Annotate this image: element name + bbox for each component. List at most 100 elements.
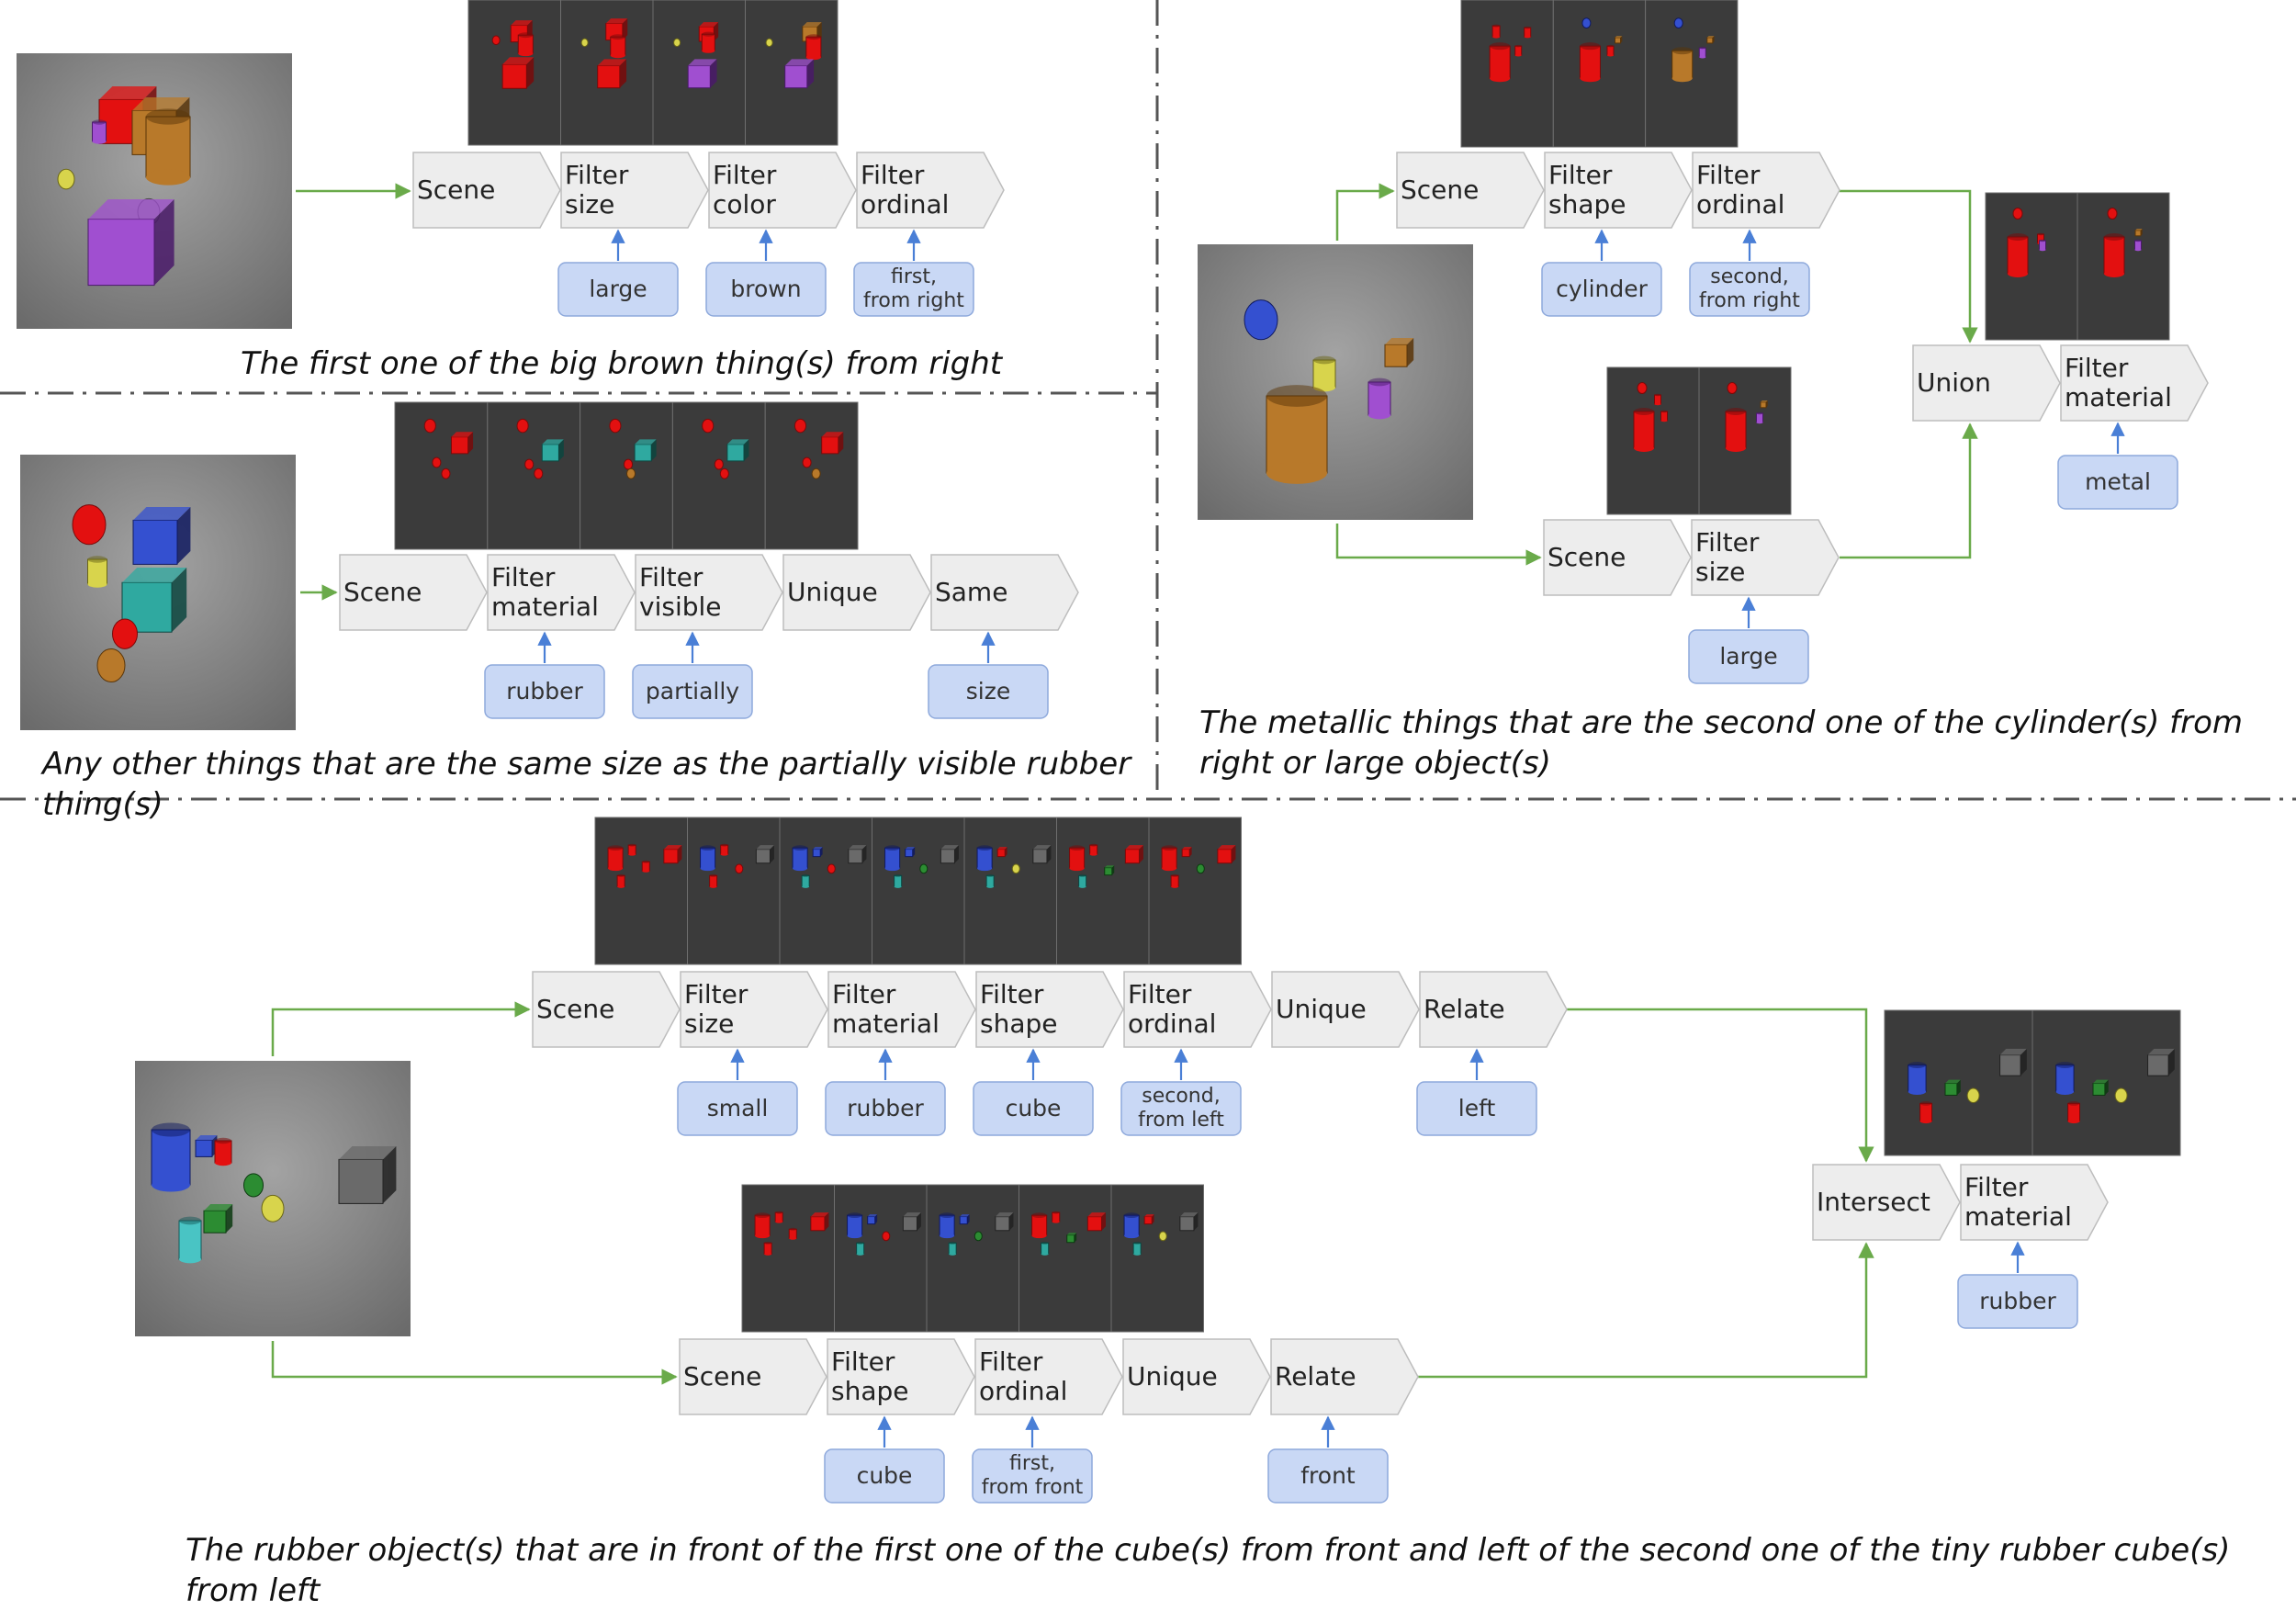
sphere-object: [1673, 17, 1683, 29]
cube-top: [1217, 845, 1236, 850]
cube-top: [1706, 36, 1715, 38]
sphere-object: [1011, 863, 1020, 874]
param-label-cube: cube: [856, 1462, 913, 1489]
attention-frame: [394, 401, 489, 550]
cylinder-base: [775, 1220, 783, 1223]
cylinder-top: [789, 1227, 797, 1231]
cube-top: [1087, 1212, 1106, 1217]
cube-top: [133, 507, 191, 521]
cube-side: [1712, 36, 1715, 43]
cylinder-base: [1660, 419, 1668, 422]
cube-top: [1179, 1212, 1199, 1217]
cube-side: [177, 507, 191, 565]
cylinder-top: [1041, 1241, 1049, 1245]
param-label-second-from-left: second, from left: [1138, 1085, 1224, 1132]
module-label-union: Union: [1917, 367, 1991, 398]
sphere-object: [516, 418, 529, 434]
sphere-object: [609, 418, 622, 434]
cylinder-top: [1726, 408, 1746, 415]
cube-side: [2020, 1048, 2027, 1076]
cube-top: [997, 847, 1007, 850]
module-node: [412, 152, 561, 229]
cylinder-top: [764, 1241, 772, 1245]
cylinder-top: [1133, 1241, 1142, 1245]
sphere-object: [1196, 863, 1205, 874]
module-node: [708, 152, 857, 229]
cube-side: [1152, 1214, 1154, 1224]
flow-arrow: [1840, 189, 1978, 344]
cylinder-base: [1089, 852, 1097, 856]
cylinder-base: [1919, 1119, 1932, 1124]
module-node: [1122, 1338, 1271, 1415]
attention-frame: [764, 401, 859, 550]
cylinder-base: [1908, 1088, 1927, 1096]
cube-top: [810, 1212, 829, 1217]
cylinder-base: [1580, 74, 1601, 83]
cylinder-base: [856, 1252, 864, 1256]
cylinder-top: [1368, 377, 1390, 387]
param-label-rubber: rubber: [1979, 1288, 2056, 1314]
cube-top: [960, 1214, 970, 1217]
cylinder-top: [628, 843, 636, 847]
cylinder-object: [1312, 359, 1336, 389]
param-box: [973, 1081, 1094, 1136]
param-box: [928, 664, 1049, 719]
sphere-object: [2107, 208, 2118, 220]
sphere-object: [882, 1231, 891, 1242]
module-node: [974, 1338, 1123, 1415]
cylinder-top: [2037, 232, 2044, 236]
cylinder-top: [1031, 1212, 1047, 1219]
attention-frame: [580, 401, 673, 550]
cube-top: [1182, 847, 1192, 850]
param-box: [824, 1448, 945, 1504]
cube-top: [2093, 1079, 2109, 1084]
cylinder-base: [146, 169, 190, 186]
cylinder-base: [894, 884, 902, 888]
cube-side: [1189, 847, 1192, 857]
cylinder-base: [1756, 421, 1763, 424]
cube-side: [824, 1212, 829, 1231]
module-node: [856, 152, 1005, 229]
cylinder-base: [1266, 462, 1327, 484]
module-node: [560, 152, 709, 229]
cylinder-top: [2008, 233, 2028, 241]
param-box: [1957, 1274, 2078, 1329]
cylinder-top: [642, 860, 650, 863]
cube-side: [1005, 847, 1007, 857]
sphere-object: [719, 468, 729, 479]
flow-arrow: [271, 1341, 678, 1385]
cube-top: [688, 59, 717, 66]
module-label-filter-shape: Filter shape: [1548, 160, 1626, 220]
cylinder-base: [1726, 445, 1746, 452]
param-label-left: left: [1458, 1095, 1496, 1121]
attention-frame: [963, 817, 1057, 965]
module-node: [1912, 344, 2061, 422]
cube-side: [558, 439, 564, 461]
cube-top: [339, 1146, 397, 1160]
flow-arrow: [271, 1001, 531, 1056]
sphere-object: [441, 468, 451, 479]
cylinder-top: [1671, 47, 1693, 55]
cylinder-top: [179, 1216, 201, 1225]
caption-panel-3: The metallic things that are the second …: [1199, 704, 2244, 782]
sphere-object: [793, 418, 807, 434]
cylinder-base: [702, 48, 715, 53]
cube-top: [903, 1212, 921, 1217]
cylinder-top: [87, 556, 107, 563]
cylinder-top: [1699, 46, 1706, 50]
module-node: [930, 554, 1079, 631]
cube-top: [99, 86, 157, 100]
cube-side: [1074, 1233, 1077, 1243]
cylinder-base: [1524, 35, 1531, 39]
flow-arrow: [1335, 524, 1542, 566]
sphere-object: [2114, 1087, 2128, 1103]
cylinder-top: [1052, 1211, 1060, 1214]
cylinder-top: [1078, 873, 1086, 877]
param-label-partially: partially: [645, 678, 740, 704]
cylinder-top: [894, 873, 902, 877]
cylinder-top: [1171, 873, 1179, 877]
cylinder-top: [1266, 385, 1327, 407]
sphere-object: [626, 468, 636, 479]
module-label-filter-shape: Filter shape: [831, 1346, 909, 1406]
